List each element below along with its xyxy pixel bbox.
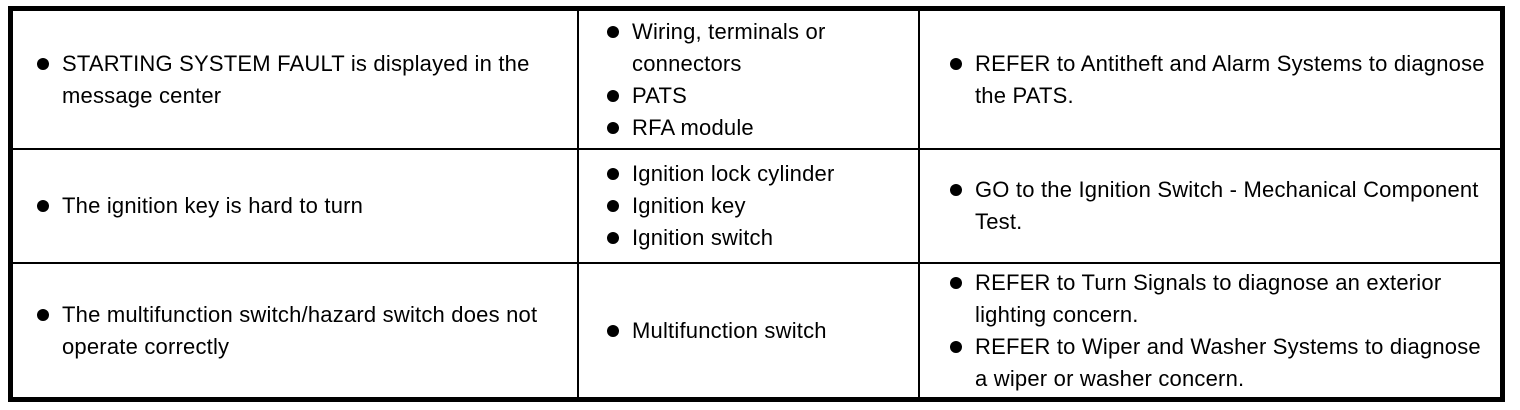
action-text: REFER to Turn Signals to diagnose an ext… (975, 269, 1442, 327)
bullet-icon (950, 276, 962, 289)
possible-source-text: Ignition key (632, 193, 746, 218)
cell-possible-sources-row-2: Ignition lock cylinder Ignition key Igni… (579, 150, 920, 264)
list-item: Multifunction switch (607, 315, 912, 347)
list-item: REFER to Antitheft and Alarm Systems to … (950, 48, 1490, 112)
bullet-icon (950, 340, 962, 353)
cell-action-row-1: REFER to Antitheft and Alarm Systems to … (920, 11, 1500, 150)
list-item: PATS (607, 80, 912, 112)
bullet-icon (607, 89, 619, 102)
list-item: REFER to Turn Signals to diagnose an ext… (950, 267, 1490, 331)
cell-possible-sources-row-1: Wiring, terminals or connectors PATS RFA… (579, 11, 920, 150)
list-item: STARTING SYSTEM FAULT is displayed in th… (37, 48, 567, 112)
bullet-list: Ignition lock cylinder Ignition key Igni… (607, 158, 912, 254)
list-item: Wiring, terminals or connectors (607, 16, 912, 80)
list-item: REFER to Wiper and Washer Systems to dia… (950, 331, 1490, 395)
action-text: REFER to Antitheft and Alarm Systems to … (975, 50, 1485, 108)
bullet-icon (607, 25, 619, 38)
possible-source-text: Ignition switch (632, 225, 774, 250)
bullet-list: REFER to Turn Signals to diagnose an ext… (950, 267, 1490, 395)
bullet-icon (950, 57, 962, 70)
list-item: GO to the Ignition Switch - Mechanical C… (950, 174, 1490, 238)
bullet-icon (607, 168, 619, 180)
bullet-icon (950, 184, 962, 196)
bullet-list: The multifunction switch/hazard switch d… (37, 299, 567, 363)
bullet-icon (607, 200, 619, 212)
bullet-icon (607, 324, 619, 337)
cell-action-row-3: REFER to Turn Signals to diagnose an ext… (920, 264, 1500, 397)
possible-source-text: Ignition lock cylinder (632, 161, 835, 186)
bullet-list: Wiring, terminals or connectors PATS RFA… (607, 16, 912, 144)
possible-source-text: RFA module (632, 114, 754, 140)
bullet-list: STARTING SYSTEM FAULT is displayed in th… (37, 48, 567, 112)
list-item: Ignition key (607, 190, 912, 222)
symptom-text: STARTING SYSTEM FAULT is displayed in th… (62, 50, 530, 108)
bullet-icon (37, 308, 49, 321)
list-item: The ignition key is hard to turn (37, 190, 567, 222)
cell-action-row-2: GO to the Ignition Switch - Mechanical C… (920, 150, 1500, 264)
bullet-list: GO to the Ignition Switch - Mechanical C… (950, 174, 1490, 238)
bullet-list: The ignition key is hard to turn (37, 190, 567, 222)
list-item: Ignition switch (607, 222, 912, 254)
cell-symptom-row-2: The ignition key is hard to turn (13, 150, 579, 264)
symptom-text: The multifunction switch/hazard switch d… (62, 301, 538, 359)
list-item: Ignition lock cylinder (607, 158, 912, 190)
possible-source-text: Multifunction switch (632, 317, 827, 343)
symptom-text: The ignition key is hard to turn (62, 193, 364, 218)
bullet-icon (37, 57, 49, 70)
diagnostic-symptom-table: STARTING SYSTEM FAULT is displayed in th… (8, 6, 1505, 402)
action-text: REFER to Wiper and Washer Systems to dia… (975, 333, 1481, 391)
bullet-icon (37, 200, 49, 212)
possible-source-text: PATS (632, 82, 687, 108)
bullet-list: Multifunction switch (607, 315, 912, 347)
bullet-list: REFER to Antitheft and Alarm Systems to … (950, 48, 1490, 112)
cell-symptom-row-3: The multifunction switch/hazard switch d… (13, 264, 579, 397)
possible-source-text: Wiring, terminals or connectors (632, 18, 826, 76)
cell-possible-sources-row-3: Multifunction switch (579, 264, 920, 397)
bullet-icon (607, 232, 619, 244)
bullet-icon (607, 121, 619, 134)
cell-symptom-row-1: STARTING SYSTEM FAULT is displayed in th… (13, 11, 579, 150)
list-item: The multifunction switch/hazard switch d… (37, 299, 567, 363)
action-text: GO to the Ignition Switch - Mechanical C… (975, 177, 1479, 234)
list-item: RFA module (607, 112, 912, 144)
